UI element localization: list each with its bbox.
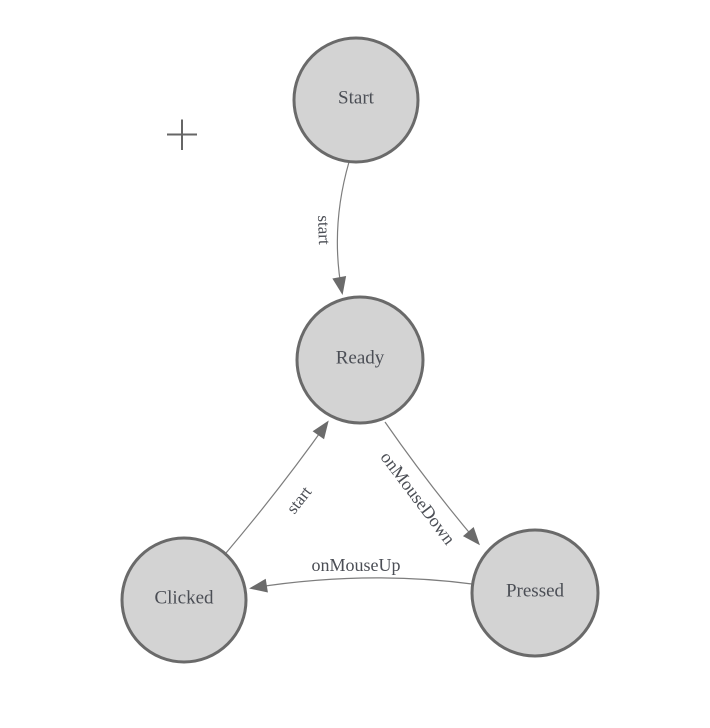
edge-label-onmouseup: onMouseUp <box>312 555 401 575</box>
node-ready[interactable]: Ready <box>295 295 425 425</box>
plus-icon <box>167 119 197 150</box>
edge-line-clicked-to-ready[interactable] <box>225 420 329 554</box>
node-label-clicked: Clicked <box>154 588 214 609</box>
edge-label-start-2: start <box>283 482 316 517</box>
state-circle-pressed[interactable] <box>470 528 600 658</box>
node-label-pressed: Pressed <box>506 581 565 602</box>
edge-line-start-to-ready[interactable] <box>332 161 350 295</box>
edge-pressed-to-clicked[interactable]: onMouseUp <box>249 555 473 593</box>
edge-line-pressed-to-clicked[interactable] <box>249 577 473 593</box>
edge-start-to-ready[interactable]: start <box>314 161 350 295</box>
state-circle-clicked[interactable] <box>120 536 248 664</box>
edge-ready-to-pressed[interactable]: onMouseDown <box>377 421 480 549</box>
edge-label-onmousedown: onMouseDown <box>377 448 460 549</box>
node-start[interactable]: Start <box>292 36 420 164</box>
edge-label-start-1: start <box>314 215 334 245</box>
node-pressed[interactable]: Pressed <box>470 528 600 658</box>
state-circle-start[interactable] <box>292 36 420 164</box>
node-label-ready: Ready <box>336 348 385 369</box>
state-circle-ready[interactable] <box>295 295 425 425</box>
node-label-start: Start <box>338 88 375 109</box>
edge-clicked-to-ready[interactable]: start <box>225 420 329 554</box>
edge-line-ready-to-pressed[interactable] <box>384 421 480 546</box>
node-clicked[interactable]: Clicked <box>120 536 248 664</box>
